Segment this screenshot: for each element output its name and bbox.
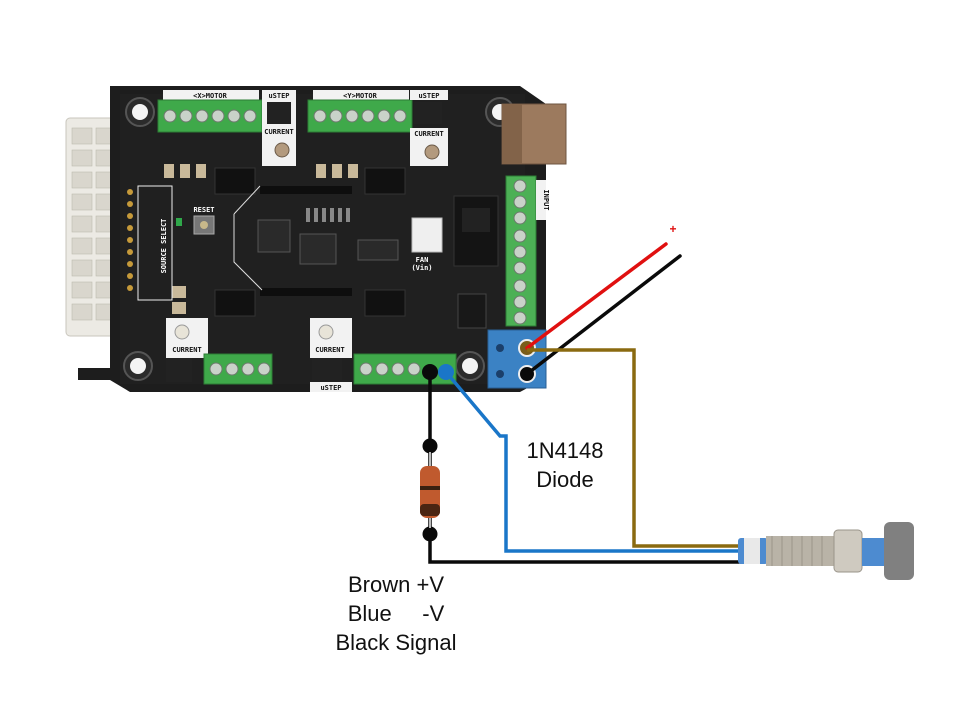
mounting-hole <box>125 97 155 127</box>
legend-blue: Blue -V <box>347 601 445 626</box>
diode-label-line1: 1N4148 <box>526 438 604 463</box>
bottom-middle-current-block: CURRENT uSTEP <box>310 318 352 392</box>
fan-connector: FAN (Vin) <box>411 217 443 272</box>
mounting-hole <box>123 351 153 381</box>
svg-text:uSTEP: uSTEP <box>418 92 439 100</box>
svg-text:uSTEP: uSTEP <box>320 384 341 392</box>
diode-label-line2: Diode <box>536 467 594 492</box>
legend-brown: Brown +V <box>348 572 444 597</box>
plus-marker: + <box>669 222 676 236</box>
svg-text:(Vin): (Vin) <box>411 264 432 272</box>
bottom-left-current-block: CURRENT <box>166 318 208 382</box>
svg-text:CURRENT: CURRENT <box>414 130 444 138</box>
y-motor-terminal: <Y>MOTOR <box>307 90 413 133</box>
x-motor-label: <X>MOTOR <box>193 92 228 100</box>
wire-brown <box>527 348 740 548</box>
svg-text:CURRENT: CURRENT <box>315 346 345 354</box>
x-motor-terminal: <X>MOTOR <box>157 90 263 133</box>
svg-text:FAN: FAN <box>416 256 429 264</box>
proximity-sensor <box>738 522 914 580</box>
legend-black: Black Signal <box>335 630 457 655</box>
wire-black-supply <box>525 254 682 376</box>
svg-text:RESET: RESET <box>193 206 214 214</box>
svg-text:CURRENT: CURRENT <box>264 128 294 136</box>
microcontroller-chip <box>257 219 291 253</box>
svg-text:INPUT: INPUT <box>542 189 550 210</box>
junction-dot <box>422 526 438 542</box>
y-ustep-current-block: uSTEP CURRENT <box>410 90 448 166</box>
usb-connector <box>501 103 567 165</box>
svg-text:uSTEP: uSTEP <box>268 92 289 100</box>
wire-blue <box>444 370 740 553</box>
svg-text:CURRENT: CURRENT <box>172 346 202 354</box>
diode-label: 1N4148 Diode <box>510 436 620 494</box>
wire-red-supply <box>525 242 668 350</box>
bottom-right-terminal <box>353 353 457 385</box>
diode-1n4148 <box>420 452 440 528</box>
controller-board: <X>MOTOR uSTEP CURRENT <Y>MOTOR <box>78 86 567 392</box>
junction-dot <box>422 438 438 454</box>
wire-color-legend: Brown +V Blue -V Black Signal <box>312 570 480 657</box>
bottom-left-motor-terminal <box>203 353 273 385</box>
wire-black-signal <box>428 372 744 564</box>
reset-button: RESET <box>193 206 215 235</box>
svg-text:SOURCE SELECT: SOURCE SELECT <box>160 219 168 274</box>
input-terminal: INPUT <box>505 175 550 327</box>
source-select-block: SOURCE SELECT <box>127 185 173 301</box>
y-motor-label: <Y>MOTOR <box>343 92 378 100</box>
mounting-hole <box>455 351 485 381</box>
x-ustep-current-block: uSTEP CURRENT <box>262 90 296 166</box>
junction-dot <box>422 364 438 380</box>
